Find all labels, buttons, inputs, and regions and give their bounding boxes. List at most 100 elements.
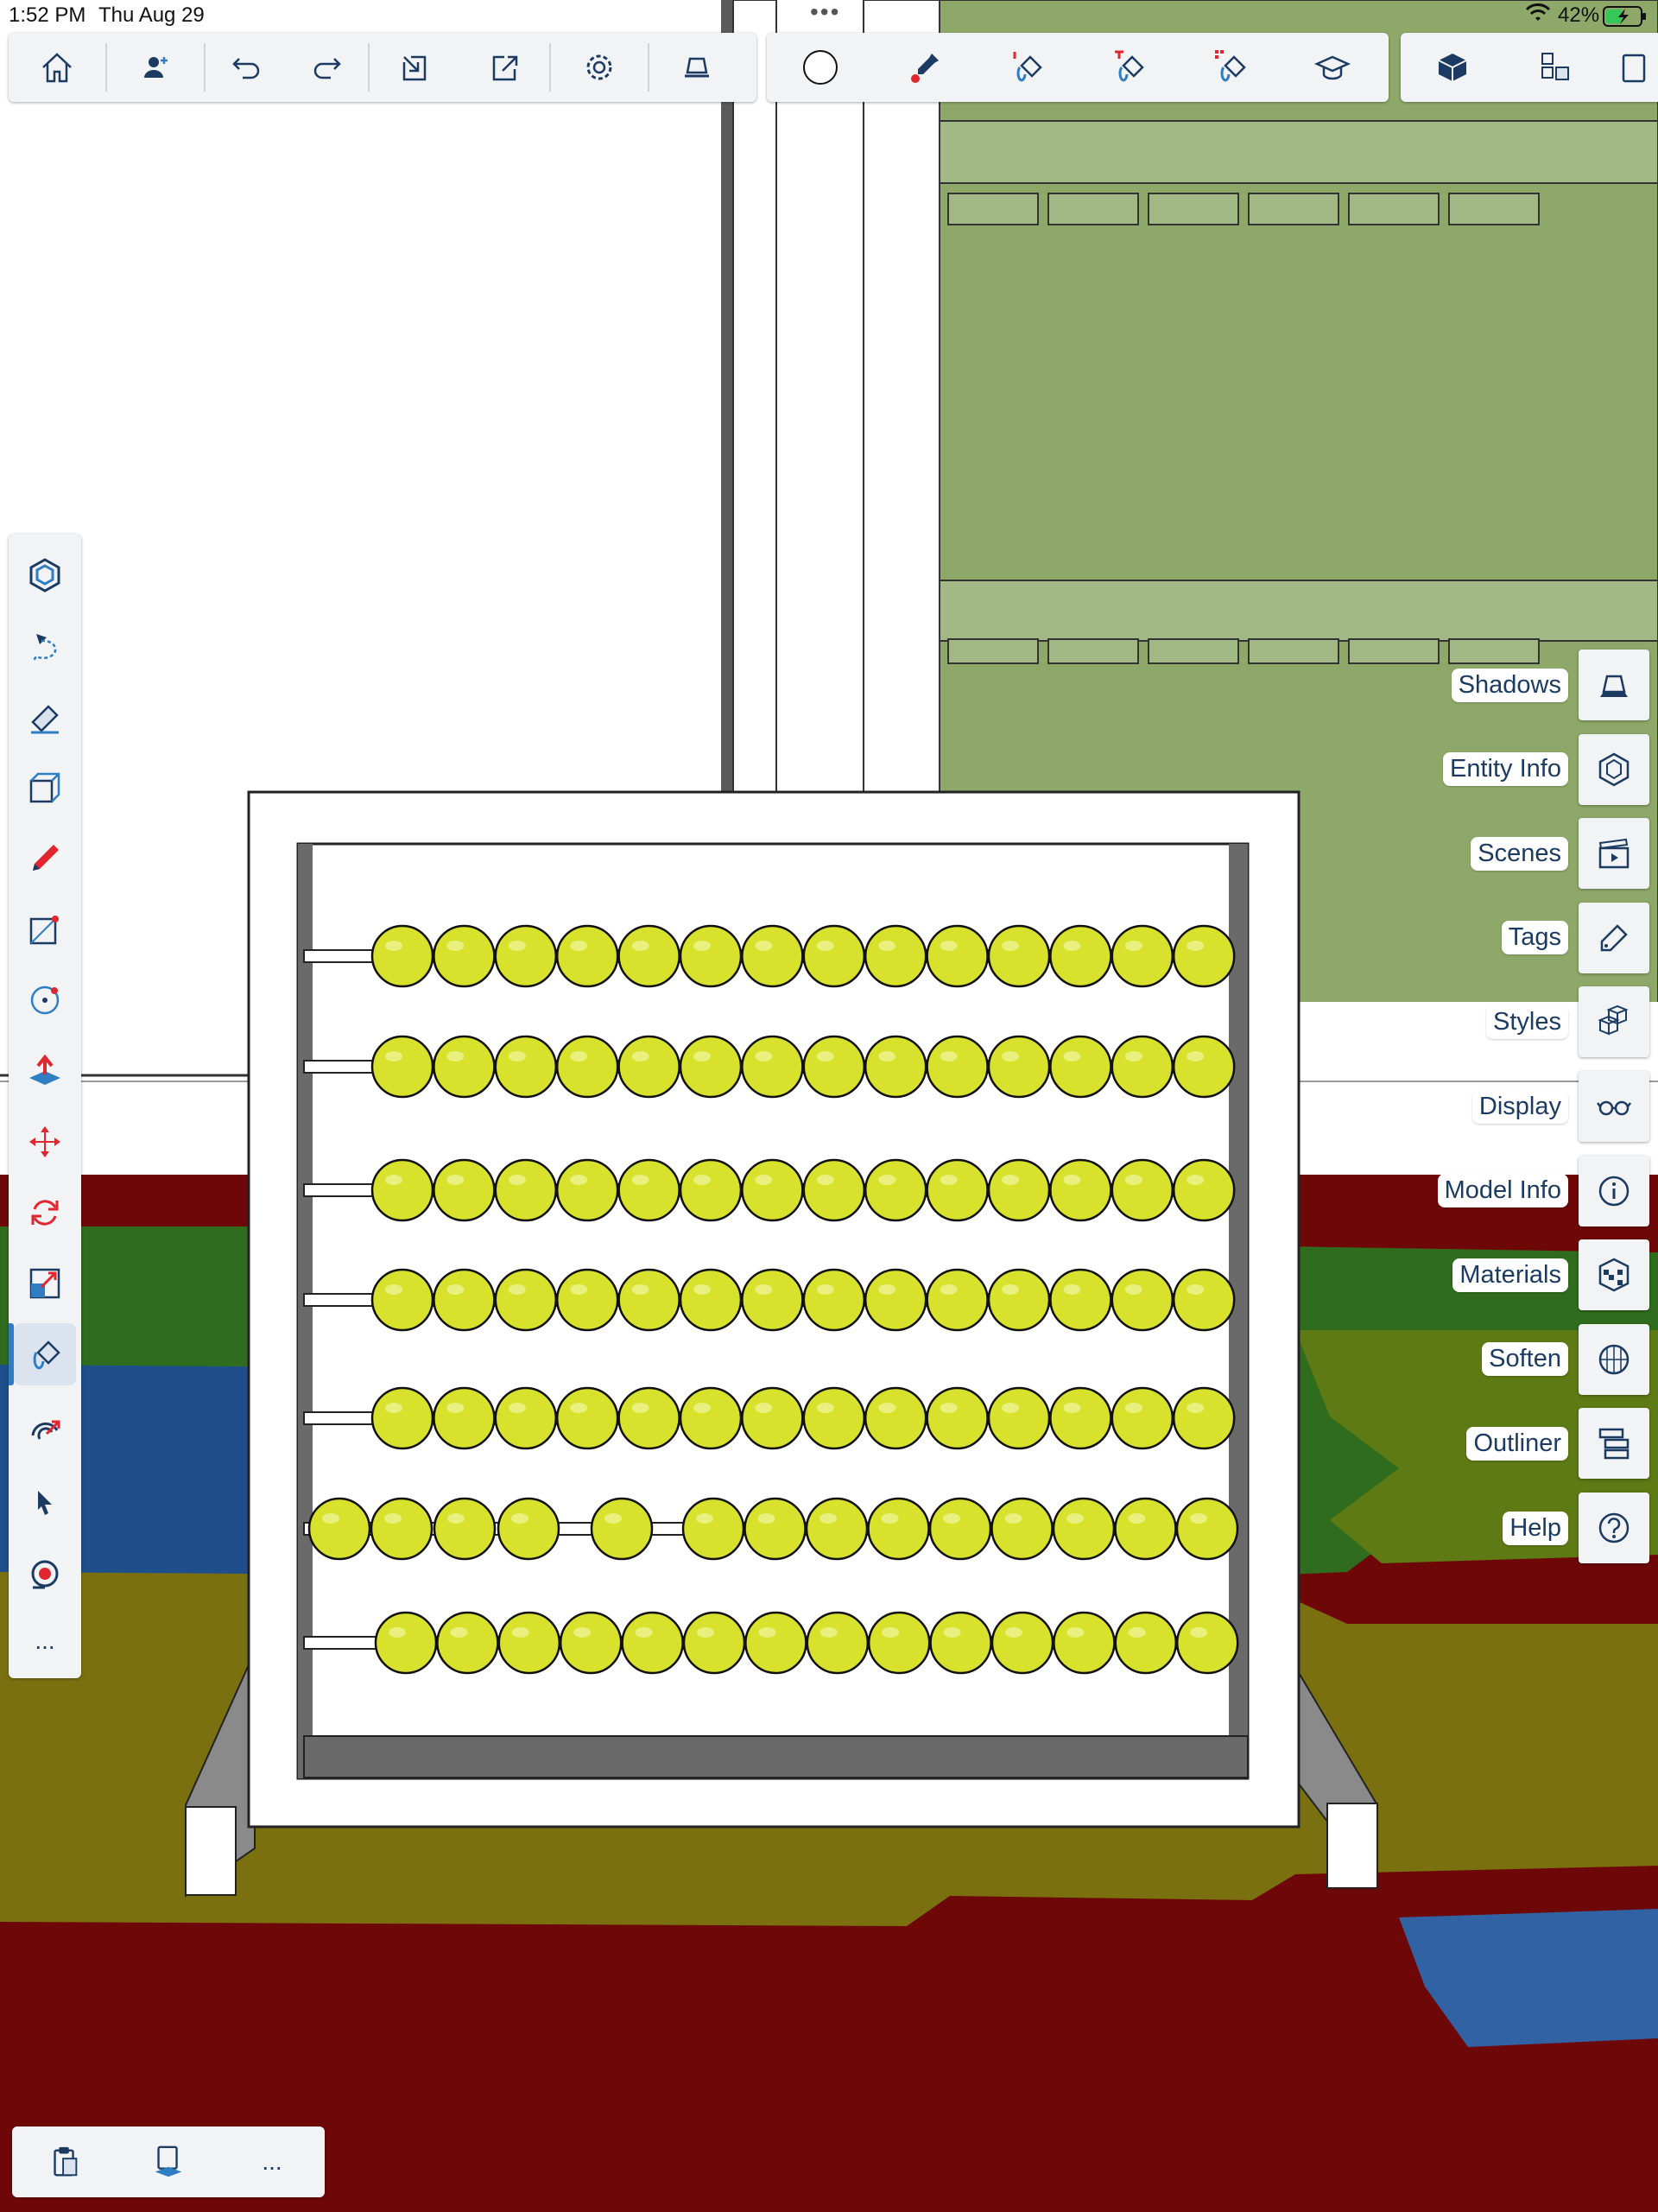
abacus-bead[interactable] <box>494 1386 558 1450</box>
abacus-bead[interactable] <box>497 1611 561 1675</box>
abacus-bead[interactable] <box>1049 1386 1112 1450</box>
import-icon[interactable] <box>370 33 459 102</box>
abacus-bead[interactable] <box>370 1158 434 1222</box>
panel-label[interactable]: Outliner <box>1466 1426 1568 1461</box>
abacus-bead[interactable] <box>990 1611 1054 1675</box>
abacus-bead[interactable] <box>987 1035 1051 1099</box>
abacus-bead[interactable] <box>494 1035 558 1099</box>
panel-soften[interactable]: Soften <box>1482 1323 1649 1396</box>
panel-display[interactable]: Display <box>1471 1070 1649 1143</box>
abacus-bead[interactable] <box>494 924 558 988</box>
select-hex-icon[interactable] <box>14 544 76 606</box>
abacus-bead[interactable] <box>864 924 927 988</box>
abacus-bead[interactable] <box>617 1268 680 1332</box>
abacus-bead[interactable] <box>802 1268 866 1332</box>
abacus-bead[interactable] <box>374 1611 438 1675</box>
abacus-bead[interactable] <box>1111 1386 1174 1450</box>
pointer-icon[interactable] <box>14 1472 76 1534</box>
settings-icon[interactable] <box>551 33 648 102</box>
abacus-bead[interactable] <box>559 1611 623 1675</box>
panel-label[interactable]: Styles <box>1486 1005 1568 1039</box>
eraser-icon[interactable] <box>14 686 76 748</box>
abacus-bead[interactable] <box>864 1386 927 1450</box>
abacus-bead[interactable] <box>433 1386 496 1450</box>
graduation-cap-icon[interactable] <box>1281 33 1383 102</box>
abacus-bead[interactable] <box>590 1497 654 1561</box>
abacus-bead[interactable] <box>926 1158 989 1222</box>
abacus-bead[interactable] <box>682 1611 746 1675</box>
circle-tool-icon[interactable] <box>14 969 76 1031</box>
abacus-bead[interactable] <box>681 1497 745 1561</box>
abacus-bead[interactable] <box>802 924 866 988</box>
abacus-bead[interactable] <box>744 1497 807 1561</box>
panel-label[interactable]: Model Info <box>1437 1174 1568 1208</box>
outliner-icon[interactable] <box>1579 1408 1649 1480</box>
abacus-bead[interactable] <box>617 1035 680 1099</box>
panel-label[interactable]: Help <box>1503 1511 1568 1545</box>
box-icon[interactable] <box>14 757 76 819</box>
abacus-bead[interactable] <box>1049 924 1112 988</box>
abacus-bead[interactable] <box>679 1386 743 1450</box>
push-pull-icon[interactable] <box>14 1040 76 1102</box>
cube-icon[interactable] <box>1401 33 1504 102</box>
abacus-bead[interactable] <box>555 1158 619 1222</box>
abacus-bead[interactable] <box>926 1035 989 1099</box>
paste-icon[interactable] <box>38 2135 92 2189</box>
abacus-bead[interactable] <box>929 1611 992 1675</box>
abacus-bead[interactable] <box>433 1268 496 1332</box>
panel-label[interactable]: Shadows <box>1451 668 1568 702</box>
lasso-icon[interactable] <box>14 615 76 677</box>
abacus-bead[interactable] <box>926 1386 989 1450</box>
export-icon[interactable] <box>459 33 549 102</box>
abacus-bead[interactable] <box>433 1035 496 1099</box>
abacus-bead[interactable] <box>617 1158 680 1222</box>
paint-bucket-icon[interactable] <box>9 1323 76 1385</box>
abacus-bead[interactable] <box>1172 1158 1236 1222</box>
abacus-bead[interactable] <box>990 1497 1054 1561</box>
abacus-bead[interactable] <box>741 1386 804 1450</box>
abacus-bead[interactable] <box>1111 1035 1174 1099</box>
abacus-bead[interactable] <box>370 924 434 988</box>
abacus-bead[interactable] <box>1172 1035 1236 1099</box>
paint-bucket-dots-icon[interactable] <box>1180 33 1281 102</box>
panel-outliner[interactable]: Outliner <box>1466 1407 1649 1480</box>
paint-bucket-plus-icon[interactable] <box>1078 33 1180 102</box>
abacus-bead[interactable] <box>370 1035 434 1099</box>
home-icon[interactable] <box>9 33 105 102</box>
info-icon[interactable] <box>1579 1155 1649 1226</box>
styles-icon[interactable] <box>1579 986 1649 1058</box>
abacus-bead[interactable] <box>307 1497 371 1561</box>
glasses-icon[interactable] <box>1579 1071 1649 1142</box>
abacus-bead[interactable] <box>617 924 680 988</box>
abacus-bead[interactable] <box>926 1268 989 1332</box>
abacus-bead[interactable] <box>1114 1611 1178 1675</box>
abacus-bead[interactable] <box>1172 1386 1236 1450</box>
abacus-bead[interactable] <box>1052 1497 1116 1561</box>
abacus-bead[interactable] <box>1049 1268 1112 1332</box>
abacus-bead[interactable] <box>555 1386 619 1450</box>
circle-icon[interactable] <box>767 33 874 102</box>
more-tools-button[interactable]: ... <box>35 1627 55 1654</box>
tape-measure-icon[interactable] <box>14 1543 76 1605</box>
abacus-bead[interactable] <box>1053 1611 1116 1675</box>
add-person-icon[interactable] <box>107 33 204 102</box>
more-edit-button[interactable]: ... <box>262 2148 282 2175</box>
abacus-bead[interactable] <box>679 1158 743 1222</box>
panel-help[interactable]: Help <box>1503 1492 1649 1564</box>
abacus-bead[interactable] <box>741 1268 804 1332</box>
abacus-bead[interactable] <box>864 1158 927 1222</box>
abacus-bead[interactable] <box>679 1268 743 1332</box>
abacus-bead[interactable] <box>1049 1158 1112 1222</box>
rotate-icon[interactable] <box>14 1182 76 1244</box>
abacus-bead[interactable] <box>1049 1035 1112 1099</box>
panel-label[interactable]: Soften <box>1482 1342 1568 1377</box>
pencil-icon[interactable] <box>14 827 76 890</box>
abacus-bead[interactable] <box>433 924 496 988</box>
abacus-bead[interactable] <box>741 924 804 988</box>
abacus-bead[interactable] <box>867 1497 930 1561</box>
redo-icon[interactable] <box>287 33 368 102</box>
eyedropper-icon[interactable] <box>874 33 976 102</box>
orbit-icon[interactable] <box>14 1401 76 1463</box>
abacus-bead[interactable] <box>679 924 743 988</box>
